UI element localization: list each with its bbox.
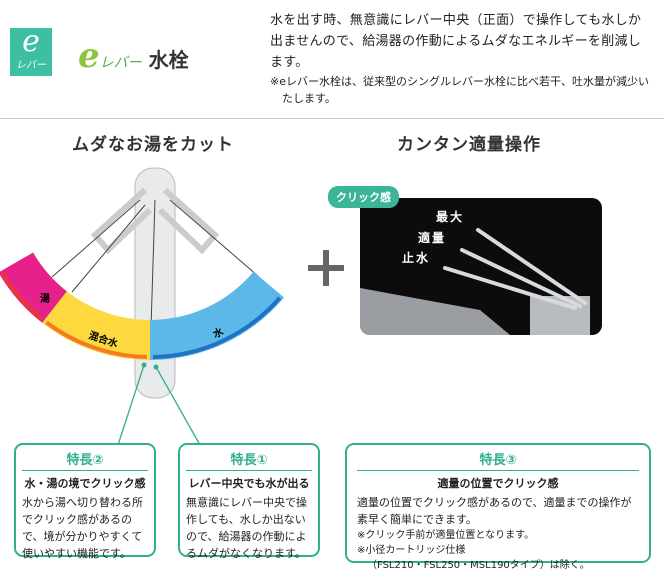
e-lever-faucet-logo: eレバー 水栓 [78, 36, 189, 76]
logo-faucet-text: 水栓 [148, 48, 189, 72]
leader-dot [153, 364, 159, 370]
feature-leader-lines [117, 364, 201, 446]
right-title: カンタン適量操作 [397, 135, 541, 155]
proper-label: 適量 [418, 231, 447, 245]
hot-arrow [0, 272, 44, 321]
feature-subtitle: 水・湯の境でクリック感 [24, 477, 146, 490]
click-feel-bubble: クリック感 [328, 186, 399, 208]
logo-lever-text: レバー [99, 55, 142, 71]
feature-title: 特長③ [357, 449, 639, 471]
e-lever-logo-square: e レバー [10, 24, 52, 76]
feature-body: 無意識にレバー中央で操作しても、水しか出ないので、給湯器の作動によるムダがなくな… [186, 496, 307, 560]
mixed-arrow [45, 320, 148, 359]
lever-photo: 最大 適量 止水 [360, 198, 602, 335]
feature-note: ※小径カートリッジ仕様 [357, 545, 466, 556]
intro-note: ※eレバー水栓は、従来型のシングルレバー水栓に比べ若干、吐水量が減少いたします。 [270, 75, 649, 105]
logo-e-text: e [78, 36, 100, 76]
stop-label: 止水 [402, 251, 431, 265]
feature-3-box: 特長③ 適量の位置でクリック感 適量の位置でクリック感があるので、適量までの操作… [345, 443, 651, 571]
hot-segment [0, 252, 67, 323]
lever-lines [443, 228, 587, 310]
plus-icon-vertical [323, 250, 329, 286]
spout-icon [360, 288, 510, 335]
feature-1-box: 特長① レバー中央でも水が出る 無意識にレバー中央で操作しても、水しか出ないので… [178, 443, 320, 560]
feature-subtitle: レバー中央でも水が出る [188, 477, 310, 490]
feature-title: 特長② [22, 449, 148, 471]
mixed-segment [42, 291, 150, 360]
logo-lever: レバー [16, 60, 46, 71]
left-title: ムダなお湯をカット [72, 135, 234, 155]
leader-dot [141, 362, 147, 368]
feature-subtitle: 適量の位置でクリック感 [437, 477, 559, 490]
max-label: 最大 [436, 210, 465, 224]
lever-positions-graphic [360, 228, 590, 335]
water-segment [150, 271, 285, 360]
divider [0, 118, 664, 119]
feature-2-box: 特長② 水・湯の境でクリック感 水から湯へ切り替わる所でクリック感があるので、境… [14, 443, 156, 560]
intro-text: 水を出す時、無意識にレバー中央（正面）で操作しても水しか出ませんので、給湯器の作… [270, 13, 642, 70]
feature-note: ※クリック手前が適量位置となります。 [357, 530, 535, 541]
hot-label: 湯 [40, 292, 50, 305]
feature-body: 水から湯へ切り替わる所でクリック感があるので、境が分かりやすくて使いやすい機能で… [22, 496, 143, 560]
feature-body: 適量の位置でクリック感があるので、適量までの操作が素早く簡単にできます。 [357, 496, 632, 526]
feature-note: （FSL210・FSL250・MSL190タイプ）は除く。 [367, 560, 590, 571]
lever-fan-diagram: 湯 混合水 水 [0, 167, 285, 446]
water-arrow [152, 296, 282, 359]
lever-outlines [90, 187, 220, 255]
logo-e: e [22, 24, 40, 59]
feature-title: 特長① [186, 449, 312, 471]
